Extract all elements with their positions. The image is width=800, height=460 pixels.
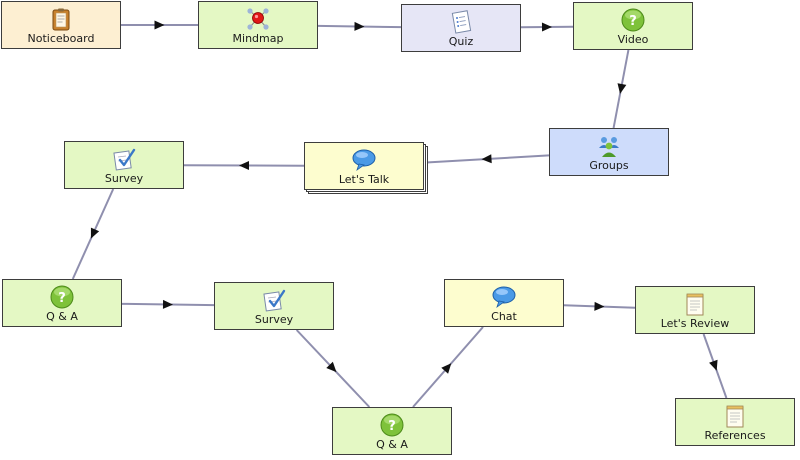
groups-icon (599, 137, 619, 157)
node-label: Let's Review (660, 317, 730, 330)
node-chat[interactable]: Chat (444, 279, 564, 327)
node-lets-review[interactable]: Let's Review (635, 286, 755, 334)
chat-bubble-icon (492, 286, 516, 309)
svg-text:?: ? (388, 419, 396, 434)
node-label: Groups (589, 159, 629, 172)
node-label: Let's Talk (338, 173, 390, 186)
node-video[interactable]: ? Video (573, 2, 693, 50)
node-label: Noticeboard (27, 32, 95, 45)
arrowhead-quiz-to-video (541, 22, 552, 32)
survey-icon (113, 148, 136, 171)
node-label: Q & A (376, 438, 408, 451)
arrowhead-video-to-groups (617, 83, 627, 94)
arrowhead-noticeboard-to-mindmap (154, 20, 165, 30)
question-icon: ? (50, 285, 74, 309)
node-label: Survey (254, 313, 294, 326)
mindmap-icon (247, 8, 269, 30)
arrowhead-lets_review-to-references (709, 359, 718, 371)
node-noticeboard[interactable]: Noticeboard (1, 1, 121, 49)
node-qa-1[interactable]: ? Q & A (2, 279, 122, 327)
node-qa-2[interactable]: ? Q & A (332, 407, 452, 455)
node-groups[interactable]: Groups (549, 128, 669, 176)
node-label: Q & A (46, 310, 78, 323)
notepad-icon (726, 405, 744, 428)
node-label: Video (617, 33, 649, 46)
quiz-icon (451, 10, 472, 34)
arrowhead-survey_1-to-qa_1 (90, 227, 100, 239)
node-quiz[interactable]: Quiz (401, 4, 521, 52)
node-references[interactable]: References (675, 398, 795, 446)
node-label: Quiz (448, 35, 474, 48)
node-mindmap[interactable]: Mindmap (198, 1, 318, 49)
arrowhead-survey_2-to-qa_2 (326, 361, 337, 373)
svg-text:?: ? (629, 14, 637, 29)
survey-icon (263, 289, 286, 312)
notepad-icon (686, 293, 704, 316)
arrowhead-groups-to-lets_talk (481, 154, 492, 164)
arrowhead-chat-to-lets_review (594, 301, 605, 311)
noticeboard-icon (52, 8, 70, 31)
arrowhead-lets_talk-to-survey_1 (239, 161, 250, 171)
arrowhead-qa_2-to-chat (441, 363, 452, 374)
node-label: Mindmap (232, 32, 284, 45)
arrowhead-mindmap-to-quiz (354, 21, 365, 31)
node-lets-talk[interactable]: Let's Talk (304, 142, 424, 190)
chat-bubble-icon (352, 149, 376, 172)
node-label: Chat (491, 310, 517, 323)
node-survey-2[interactable]: Survey (214, 282, 334, 330)
question-icon: ? (380, 413, 404, 437)
svg-text:?: ? (58, 291, 66, 306)
node-label: References (704, 429, 766, 442)
question-icon: ? (621, 8, 645, 32)
arrowhead-qa_1-to-survey_2 (162, 299, 173, 309)
node-label: Survey (104, 172, 144, 185)
node-survey-1[interactable]: Survey (64, 141, 184, 189)
